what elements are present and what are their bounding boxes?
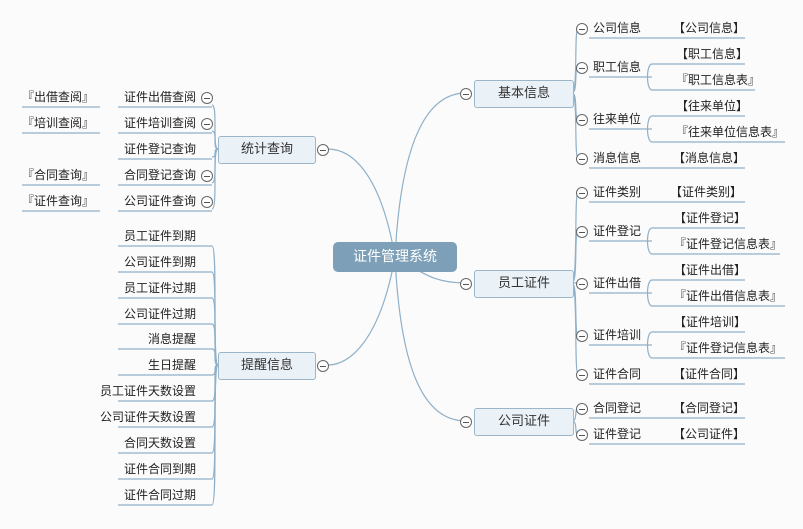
reminder-item[interactable]: 公司证件过期 [123,307,196,321]
leaf-topic[interactable]: 『合同查询』 [21,168,94,182]
reminder-item[interactable]: 证件合同过期 [123,488,196,502]
reminder-item[interactable]: 消息提醒 [147,332,196,346]
collapse-toggle-icon[interactable] [460,416,472,428]
collapse-toggle-icon[interactable] [576,330,588,342]
leaf-topic[interactable]: 【证件登记】 [674,211,747,225]
subtopic-dengji-chaxun[interactable]: 证件登记查询 [123,142,196,156]
subtopic-zhengjian-leibie[interactable]: 证件类别 [593,185,642,199]
reminder-item[interactable]: 合同天数设置 [123,436,196,450]
branch-gongsi[interactable]: 公司证件 [474,408,574,436]
connector-line [211,348,219,366]
collapse-toggle-icon[interactable] [576,153,588,165]
leaf-topic[interactable]: 『证件出借信息表』 [674,289,783,303]
subtopic-chujie-chayue[interactable]: 证件出借查阅 [123,90,196,104]
reminder-item[interactable]: 公司证件到期 [123,255,196,269]
leaf-topic[interactable]: 【往来单位】 [676,99,749,113]
reminder-item[interactable]: 生日提醒 [147,358,196,372]
subtopic-zhengjian-chujie[interactable]: 证件出借 [593,276,642,290]
collapse-toggle-icon[interactable] [576,23,588,35]
leaf-topic[interactable]: 【职工信息】 [676,47,749,61]
leaf-topic[interactable]: 【证件合同】 [673,367,746,381]
collapse-toggle-icon[interactable] [576,403,588,415]
subtopic-zhigong-xinxi[interactable]: 职工信息 [593,60,642,74]
leaf-topic[interactable]: 【证件培训】 [674,315,747,329]
reminder-item[interactable]: 证件合同到期 [123,462,196,476]
connector-line [211,364,219,506]
collapse-toggle-icon[interactable] [576,62,588,74]
connector-line [646,279,653,307]
subtopic-hetong-dengji[interactable]: 合同登记 [593,401,642,415]
subtopic-gongsi-xinxi[interactable]: 公司信息 [593,21,642,35]
connector-line [646,63,653,91]
leaf-topic[interactable]: 『职工信息表』 [676,73,761,87]
leaf-topic[interactable]: 『证件登记信息表』 [674,237,783,251]
leaf-topic[interactable]: 【证件出借】 [674,263,747,277]
subtopic-zhengjian-dengji-2[interactable]: 证件登记 [593,427,642,441]
branch-jiben[interactable]: 基本信息 [474,80,574,108]
connector-line [211,148,219,210]
subtopic-peixun-chayue[interactable]: 证件培训查阅 [123,116,196,130]
collapse-toggle-icon[interactable] [576,278,588,290]
branch-tongji[interactable]: 统计查询 [218,136,316,164]
connector-line [646,331,653,359]
leaf-topic[interactable]: 『证件登记信息表』 [674,341,783,355]
leaf-topic[interactable]: 【消息信息】 [673,151,746,165]
branch-yuangong[interactable]: 员工证件 [474,270,574,298]
subtopic-xiaoxi-xinxi[interactable]: 消息信息 [593,151,642,165]
collapse-toggle-icon[interactable] [201,196,213,208]
connector-line [394,256,467,422]
branch-tixing[interactable]: 提醒信息 [218,352,316,380]
connector-line [327,148,396,258]
subtopic-zhengjian-dengji[interactable]: 证件登记 [593,224,642,238]
connector-line [394,92,467,258]
collapse-toggle-icon[interactable] [576,114,588,126]
subtopic-gongsi-zhengjian-chaxun[interactable]: 公司证件查询 [123,194,196,208]
collapse-toggle-icon[interactable] [317,144,329,156]
subtopic-wanglai-danwei[interactable]: 往来单位 [593,112,642,126]
root-topic[interactable]: 证件管理系统 [333,242,457,272]
connector-line [646,227,653,255]
collapse-toggle-icon[interactable] [576,187,588,199]
leaf-topic[interactable]: 【证件类别】 [670,185,743,199]
collapse-toggle-icon[interactable] [576,369,588,381]
leaf-topic[interactable]: 【公司信息】 [673,21,746,35]
reminder-item[interactable]: 公司证件天数设置 [99,410,196,424]
connector-line [327,256,396,366]
subtopic-zhengjian-hetong[interactable]: 证件合同 [593,367,642,381]
connector-line [646,115,653,143]
collapse-toggle-icon[interactable] [460,88,472,100]
reminder-item[interactable]: 员工证件到期 [123,229,196,243]
collapse-toggle-icon[interactable] [576,429,588,441]
leaf-topic[interactable]: 『培训查阅』 [21,116,94,130]
subtopic-zhengjian-peixun[interactable]: 证件培训 [593,328,642,342]
reminder-item[interactable]: 员工证件过期 [123,281,196,295]
subtopic-hetong-chaxun[interactable]: 合同登记查询 [123,168,196,182]
reminder-item[interactable]: 员工证件天数设置 [99,384,196,398]
leaf-topic[interactable]: 『证件查询』 [21,194,94,208]
leaf-topic[interactable]: 【公司证件】 [673,427,746,441]
leaf-topic[interactable]: 【合同登记】 [673,401,746,415]
leaf-topic[interactable]: 『出借查阅』 [21,90,94,104]
collapse-toggle-icon[interactable] [317,360,329,372]
collapse-toggle-icon[interactable] [201,118,213,130]
leaf-topic[interactable]: 『往来单位信息表』 [676,125,785,139]
collapse-toggle-icon[interactable] [576,226,588,238]
collapse-toggle-icon[interactable] [460,278,472,290]
collapse-toggle-icon[interactable] [201,92,213,104]
connector-line [211,130,219,150]
collapse-toggle-icon[interactable] [201,170,213,182]
